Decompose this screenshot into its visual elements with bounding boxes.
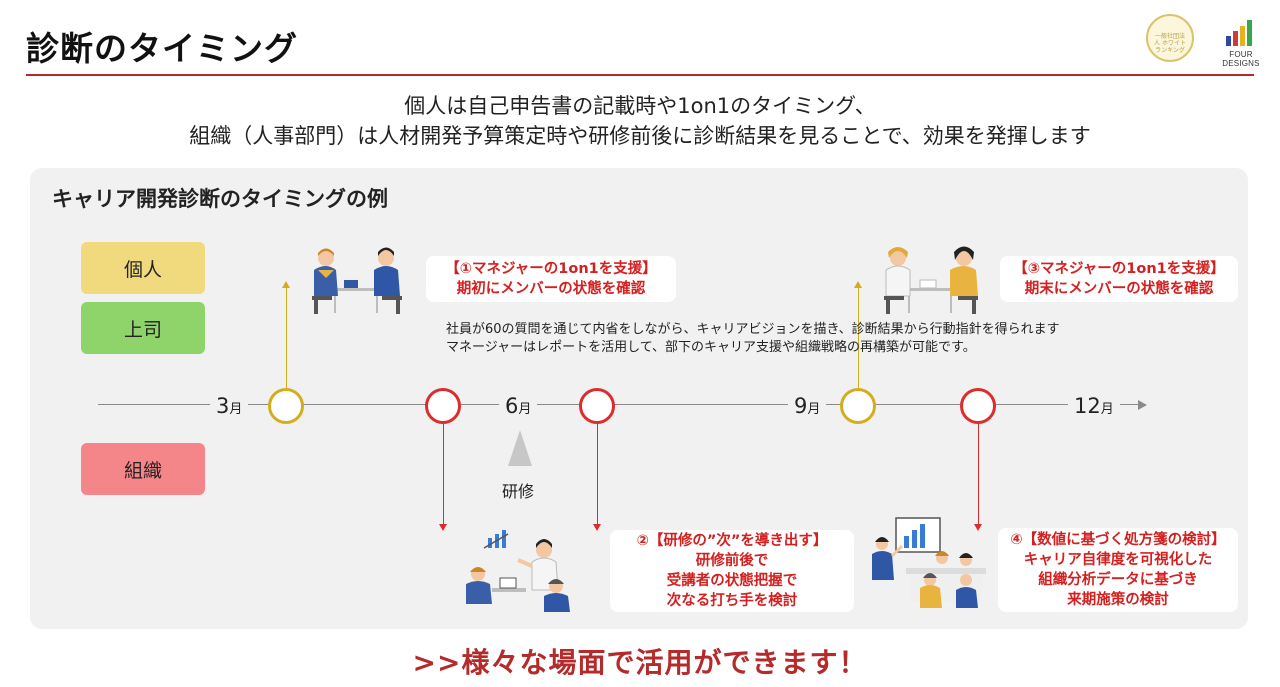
quarter-end-meeting-illustration-icon xyxy=(884,246,978,314)
month-label-12: 12月 xyxy=(1068,394,1120,418)
month-label-3: 3月 xyxy=(210,394,249,418)
connector-3 xyxy=(858,288,859,388)
timeline-node-4 xyxy=(840,388,876,424)
connector-org-4 xyxy=(978,424,979,524)
role-manager: 上司 xyxy=(81,302,205,354)
month-label-9: 9月 xyxy=(788,394,827,418)
timeline-node-1 xyxy=(268,388,304,424)
callout-4-body-2: 組織分析データに基づき xyxy=(1038,572,1198,588)
connector-org-2-arrow-icon xyxy=(593,524,601,531)
connector-org-2 xyxy=(597,424,598,524)
callout-training-next: ②【研修の”次”を導き出す】 研修前後で 受講者の状態把握で 次なる打ち手を検討 xyxy=(610,530,854,612)
callout-2-body-3: 次なる打ち手を検討 xyxy=(666,593,798,609)
callout-3-heading: 【③マネジャーの1on1を支援】 xyxy=(1013,261,1225,277)
title-divider xyxy=(26,74,1254,76)
callout-manager-1on1-start: 【①マネジャーの1on1を支援】 期初にメンバーの状態を確認 xyxy=(426,256,676,302)
callout-4-heading: ④【数値に基づく処方箋の検討】 xyxy=(1010,532,1226,548)
connector-org-1-arrow-icon xyxy=(439,524,447,531)
month-label-6: 6月 xyxy=(499,394,538,418)
award-seal-text: 一般社団法人 ホワイト ランキング xyxy=(1154,33,1186,54)
timeline-node-3 xyxy=(579,388,615,424)
brand-name: FOUR DESIGNS xyxy=(1222,50,1260,68)
callout-4-body-1: キャリア自律度を可視化した xyxy=(1023,552,1213,568)
callout-3-body: 期末にメンバーの状態を確認 xyxy=(1024,281,1214,297)
training-label: 研修 xyxy=(502,482,535,501)
lead-line-1: 個人は自己申告書の記載時や1on1のタイミング、 xyxy=(404,94,876,118)
callout-data-prescription: ④【数値に基づく処方箋の検討】 キャリア自律度を可視化した 組織分析データに基づ… xyxy=(998,528,1238,612)
connector-1 xyxy=(286,288,287,388)
callout-2-heading: ②【研修の”次”を導き出す】 xyxy=(636,533,828,549)
role-organization: 組織 xyxy=(81,443,205,495)
description-line-2: マネージャーはレポートを活用して、部下のキャリア支援や組織戦略の再構築が可能です… xyxy=(446,340,976,355)
callout-4-body-3: 来期施策の検討 xyxy=(1067,592,1169,608)
timeline-node-5 xyxy=(960,388,996,424)
panel-title: キャリア開発診断のタイミングの例 xyxy=(52,187,388,211)
callout-2-body-1: 研修前後で xyxy=(695,553,769,569)
brand-logo: FOUR DESIGNS xyxy=(1210,16,1272,68)
timeline-axis xyxy=(98,404,1140,405)
connector-1-arrow-icon xyxy=(282,281,290,288)
timeline-node-2 xyxy=(425,388,461,424)
training-analysis-illustration-icon xyxy=(466,530,570,612)
one-on-one-meeting-illustration-icon xyxy=(312,247,402,314)
page-title: 診断のタイミング xyxy=(26,29,298,68)
organization-analysis-illustration-icon xyxy=(872,517,986,608)
award-seal-icon: 一般社団法人 ホワイト ランキング xyxy=(1146,14,1194,62)
callout-manager-1on1-end: 【③マネジャーの1on1を支援】 期末にメンバーの状態を確認 xyxy=(1000,256,1238,302)
connector-3-arrow-icon xyxy=(854,281,862,288)
description-line-1: 社員が60の質問を通じて内省をしながら、キャリアビジョンを描き、診断結果から行動… xyxy=(446,322,1060,337)
connector-org-4-arrow-icon xyxy=(974,524,982,531)
training-marker-icon xyxy=(508,430,532,466)
role-individual: 個人 xyxy=(81,242,205,294)
footer-message: >>様々な場面で活用ができます！ xyxy=(412,646,868,679)
callout-2-body-2: 受講者の状態把握で xyxy=(666,573,798,589)
logo-bars-icon xyxy=(1226,20,1256,46)
callout-1-heading: 【①マネジャーの1on1を支援】 xyxy=(445,261,657,277)
callout-1-body: 期初にメンバーの状態を確認 xyxy=(456,281,646,297)
lead-line-2: 組織（人事部門）は人材開発予算策定時や研修前後に診断結果を見ることで、効果を発揮… xyxy=(189,124,1091,148)
timeline-arrow-icon xyxy=(1138,400,1147,410)
connector-org-1 xyxy=(443,424,444,524)
